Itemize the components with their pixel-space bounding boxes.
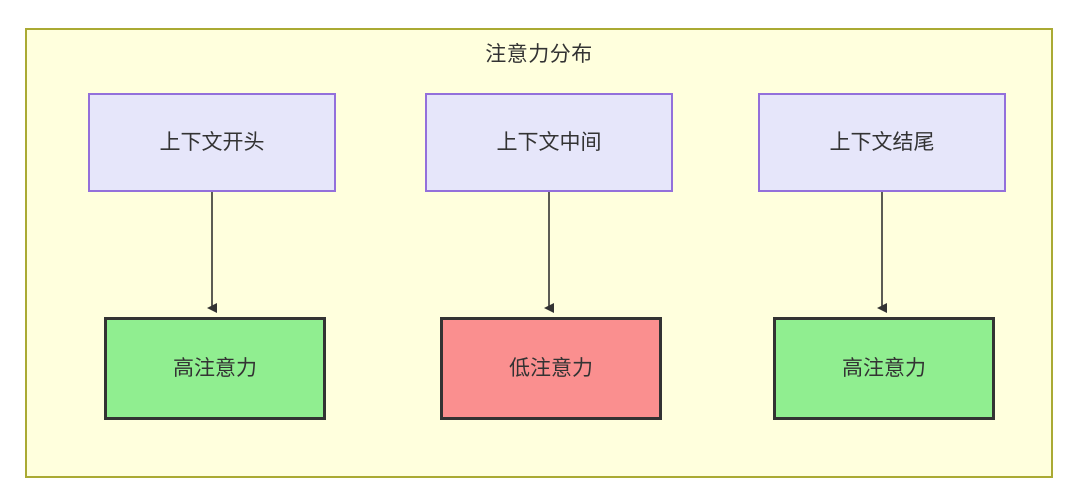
node-context-middle[interactable]: 上下文中间 bbox=[425, 93, 673, 192]
subgraph-title: 注意力分布 bbox=[485, 43, 593, 66]
node-attention-end[interactable]: 高注意力 bbox=[773, 317, 995, 420]
node-attention-start[interactable]: 高注意力 bbox=[104, 317, 326, 420]
node-context-start[interactable]: 上下文开头 bbox=[88, 93, 336, 192]
node-attention-middle[interactable]: 低注意力 bbox=[440, 317, 662, 420]
node-context-end[interactable]: 上下文结尾 bbox=[758, 93, 1006, 192]
